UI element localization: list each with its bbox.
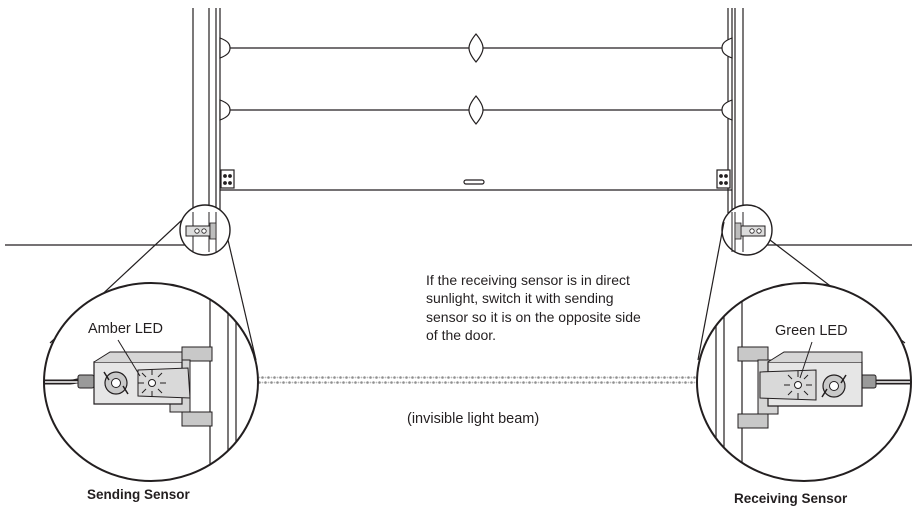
amber-led-label: Amber LED	[88, 321, 163, 337]
green-led-label: Green LED	[775, 323, 848, 339]
sending-sensor-label: Sending Sensor	[87, 487, 190, 502]
note-line: sunlight, switch it with sending	[426, 290, 614, 307]
light-beam-label: (invisible light beam)	[407, 411, 540, 427]
note-line: sensor so it is on the opposite side	[426, 308, 641, 325]
bottom-brackets	[220, 169, 731, 189]
sending-sensor-callout	[43, 282, 259, 482]
small-callout-left	[179, 204, 231, 256]
note-line: of the door.	[426, 327, 497, 344]
note-line: If the receiving sensor is in direct	[426, 272, 630, 288]
receiving-sensor-label: Receiving Sensor	[734, 491, 848, 506]
light-beam	[186, 376, 721, 386]
door-hinges	[219, 33, 733, 125]
small-callout-right	[721, 204, 773, 256]
sunlight-note: If the receiving sensor is in direct sun…	[426, 271, 686, 345]
left-door-track	[192, 8, 221, 227]
receiving-sensor-callout	[696, 282, 912, 482]
